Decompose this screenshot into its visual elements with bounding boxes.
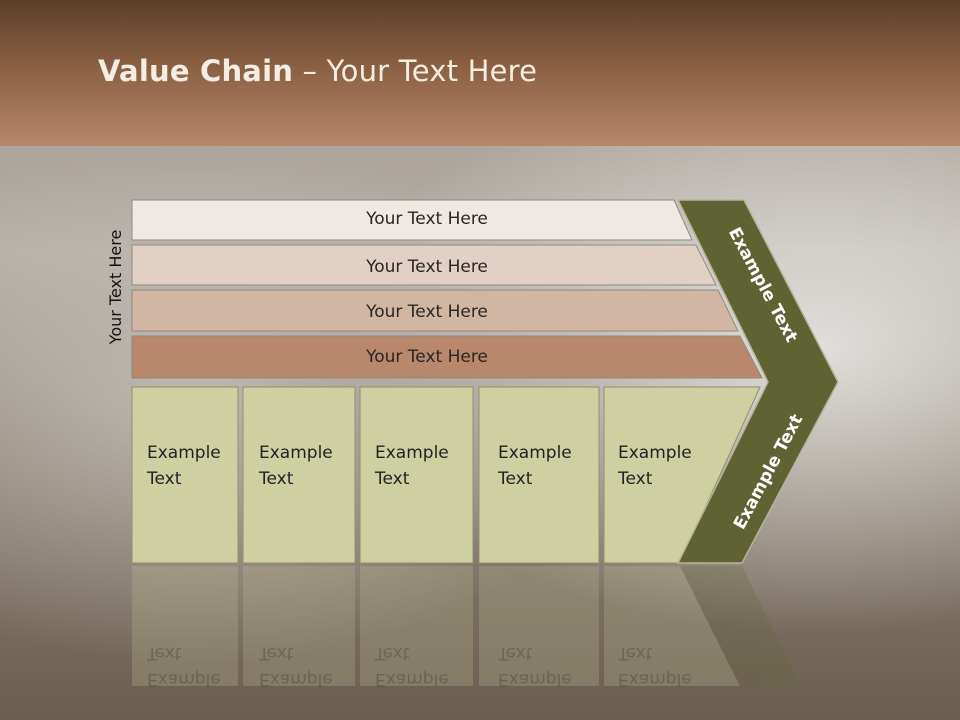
reflection-line2: Text [498, 643, 533, 663]
activity-box-2 [242, 386, 356, 564]
box-text-5: Example Text [618, 440, 692, 492]
box-text-4: Example Text [498, 440, 572, 492]
box-text-2: Example Text [259, 440, 333, 492]
reflection-line2: Text [147, 643, 182, 663]
box-line1: Example [147, 443, 221, 463]
row-bar-2 [131, 244, 717, 286]
title-bold: Value Chain [98, 54, 294, 88]
reflection-line2: Text [375, 643, 410, 663]
title-rest: – Your Text Here [293, 54, 538, 88]
box-line1: Example [498, 443, 572, 463]
box-line2: Text [259, 469, 294, 489]
row-label-1: Your Text Here [366, 209, 488, 229]
box-text-1: Example Text [147, 440, 221, 492]
box-line1: Example [375, 443, 449, 463]
reflection-line1: Example [147, 669, 221, 689]
box-text-reflection-5: Example Text [618, 640, 692, 692]
activity-box-1 [131, 386, 239, 564]
box-line1: Example [259, 443, 333, 463]
side-label: Your Text Here [106, 229, 125, 345]
row-label-4: Your Text Here [366, 347, 488, 367]
reflection-line2: Text [259, 643, 294, 663]
box-text-reflection-2: Example Text [259, 640, 333, 692]
slide-title: Value Chain – Your Text Here [98, 54, 537, 88]
box-text-reflection-1: Example Text [147, 640, 221, 692]
chevron-arrow [676, 199, 839, 564]
reflection-line2: Text [618, 643, 653, 663]
box-text-reflection-4: Example Text [498, 640, 572, 692]
title-banner [0, 0, 960, 146]
box-text-reflection-3: Example Text [375, 640, 449, 692]
row-label-3: Your Text Here [366, 302, 488, 322]
activity-box-4 [478, 386, 600, 564]
row-label-2: Your Text Here [366, 257, 488, 277]
reflection-line1: Example [498, 669, 572, 689]
box-line2: Text [147, 469, 182, 489]
reflection [132, 566, 800, 686]
reflection-line1: Example [618, 669, 692, 689]
box-line2: Text [618, 469, 653, 489]
box-line1: Example [618, 443, 692, 463]
box-text-3: Example Text [375, 440, 449, 492]
row-bar-1 [131, 199, 693, 241]
box-line2: Text [375, 469, 410, 489]
row-bar-4 [131, 335, 763, 379]
box-line2: Text [498, 469, 533, 489]
activity-box-3 [359, 386, 474, 564]
reflection-line1: Example [259, 669, 333, 689]
reflection-line1: Example [375, 669, 449, 689]
row-bar-3 [131, 289, 739, 332]
